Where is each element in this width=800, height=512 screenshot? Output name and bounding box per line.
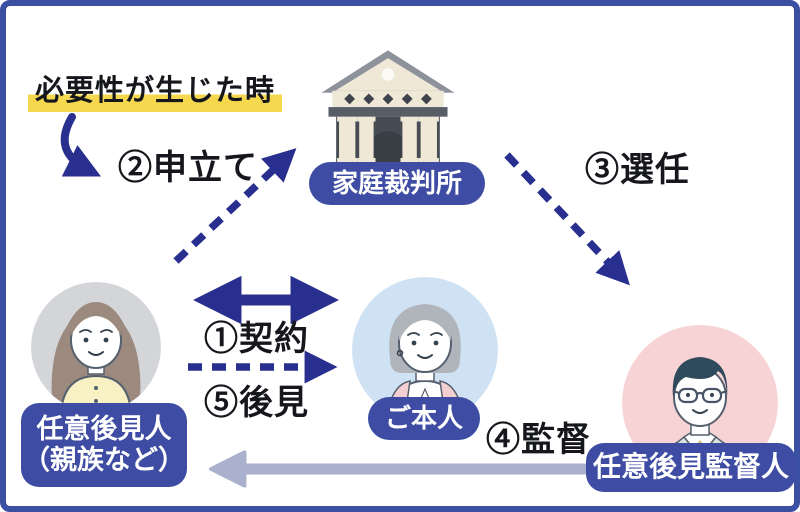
court-pill: 家庭裁判所 [309, 162, 485, 205]
supervisor-label: 任意後見監督人 [592, 451, 789, 483]
guardian-pill: 任意後見人 （親族など） [21, 403, 187, 487]
guardianship-label: ⑤後見 [204, 384, 309, 422]
appointment-label: ③選任 [585, 151, 690, 189]
guardian-label-line2: （親族など） [23, 445, 185, 475]
contract-label: ①契約 [204, 320, 309, 358]
courthouse-icon [321, 50, 455, 170]
person-label: ご本人 [384, 402, 463, 433]
guardian-label-line1: 任意後見人 [36, 413, 172, 444]
note-pointer-arrow [60, 113, 102, 177]
guardian-woman-avatar [31, 282, 161, 412]
court-label: 家庭裁判所 [331, 167, 462, 198]
supervision-label: ④監督 [486, 421, 591, 459]
person-pill: ご本人 [368, 397, 480, 440]
application-label: ②申立て [118, 149, 258, 187]
supervisor-pill: 任意後見監督人 [586, 443, 796, 492]
necessity-note: 必要性が生じた時 [28, 67, 283, 114]
